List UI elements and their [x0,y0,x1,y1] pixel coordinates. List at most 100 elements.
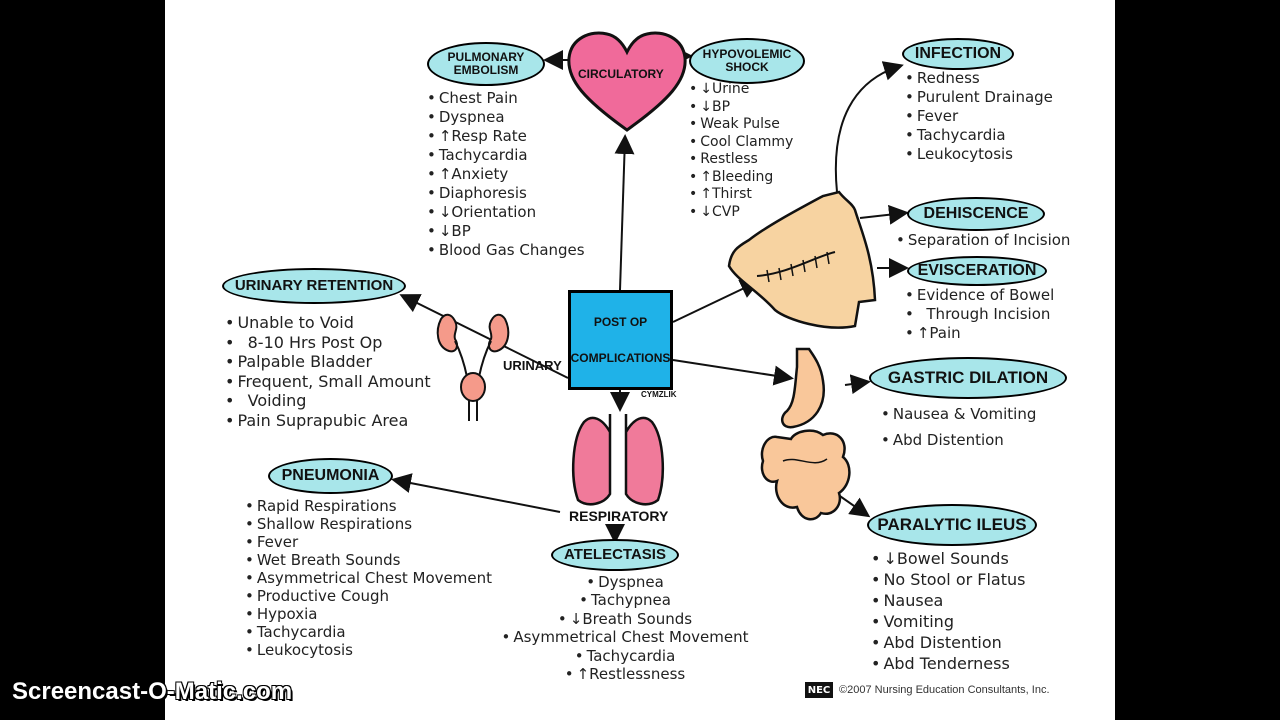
gastrointestinal-icon [760,347,851,521]
list-item: Unable to Void [225,313,431,333]
paralytic-ileus-pill: PARALYTIC ILEUS [867,504,1037,546]
list-item: 8-10 Hrs Post Op [225,333,431,353]
list-item: Fever [245,533,492,551]
screencast-watermark: Screencast-O-Matic.com [12,678,293,705]
lungs-icon [571,414,665,506]
hypovolemic-shock-title-1: HYPOVOLEMIC [702,47,792,62]
dehiscence-title: DEHISCENCE [923,204,1029,222]
list-item: ↑Bleeding [689,169,793,187]
list-item: Tachypnea [495,591,755,609]
list-item: Tachycardia [427,146,585,165]
dehiscence-pill: DEHISCENCE [907,197,1045,231]
list-item: ↓BP [689,99,793,117]
list-item: Purulent Drainage [905,88,1053,107]
list-item: No Stool or Flatus [871,569,1025,590]
list-item: Blood Gas Changes [427,241,585,260]
center-title-2: COMPLICATIONS [570,351,671,365]
list-item: ↓CVP [689,204,793,222]
list-item: Cool Clammy [689,134,793,152]
list-item: Dyspnea [495,573,755,591]
pneumonia-title: PNEUMONIA [281,466,380,484]
list-item: Pain Suprapubic Area [225,411,431,431]
list-item: Separation of Incision [896,231,1071,250]
urinary-retention-title: URINARY RETENTION [234,277,394,295]
paralytic-ileus-list: ↓Bowel Sounds No Stool or Flatus Nausea … [871,548,1025,674]
list-item: ↓BP [427,222,585,241]
atelectasis-title: ATELECTASIS [564,546,666,564]
heart-icon [567,31,687,132]
infection-title: INFECTION [914,44,1002,62]
list-item: ↓Orientation [427,203,585,222]
list-item: Asymmetrical Chest Movement [245,569,492,587]
evisceration-pill: EVISCERATION [907,256,1047,286]
gastric-dilation-list: Nausea & Vomiting Abd Distention [881,401,1037,453]
list-item: Palpable Bladder [225,352,431,372]
list-item: Evidence of Bowel [905,286,1054,305]
pneumonia-list: Rapid Respirations Shallow Respirations … [245,497,492,659]
list-item: Frequent, Small Amount [225,372,430,392]
urinary-retention-list: Unable to Void 8-10 Hrs Post Op Palpable… [225,313,431,431]
list-item: Dyspnea [427,108,585,127]
pneumonia-pill: PNEUMONIA [268,458,393,494]
list-item: Tachycardia [495,647,755,665]
signature: CYMZLIK [641,390,677,399]
nec-logo: NEC [805,682,833,698]
list-item: Rapid Respirations [245,497,492,515]
list-item: Restless [689,151,793,169]
list-item: Nausea [871,590,1025,611]
list-item: Tachycardia [905,126,1053,145]
list-item: Chest Pain [427,89,585,108]
atelectasis-list: Dyspnea Tachypnea ↓Breath Sounds Asymmet… [495,573,755,683]
list-item: Vomiting [871,611,1025,632]
hypovolemic-shock-title-2: SHOCK [725,60,769,74]
abdomen-incision-icon [727,190,877,329]
hypovolemic-shock-list: ↓Urine ↓BP Weak Pulse Cool Clammy Restle… [689,81,793,221]
pulmonary-embolism-title-1: PULMONARY [447,50,525,65]
kidney-icon [436,313,510,421]
urinary-label: URINARY [503,358,562,373]
list-item: Nausea & Vomiting [881,401,1037,427]
list-item: Weak Pulse [689,116,793,134]
dehiscence-list: Separation of Incision [896,231,1071,250]
list-item: Through Incision [905,305,1054,324]
list-item: Abd Distention [871,632,1025,653]
urinary-retention-pill: URINARY RETENTION [222,268,406,304]
list-item: Productive Cough [245,587,492,605]
list-item: Leukocytosis [245,641,492,659]
list-item: ↑Thirst [689,186,793,204]
post-op-complications-box: POST OP COMPLICATIONS [568,290,673,390]
list-item: Tachycardia [245,623,492,641]
copyright-text: ©2007 Nursing Education Consultants, Inc… [839,684,1050,696]
list-item: ↓Urine [689,81,793,99]
infection-list: Redness Purulent Drainage Fever Tachycar… [905,69,1053,164]
list-item: Leukocytosis [905,145,1053,164]
list-item: Hypoxia [245,605,492,623]
list-item: ↑Anxiety [427,165,585,184]
respiratory-label: RESPIRATORY [569,508,669,524]
pulmonary-embolism-title-2: EMBOLISM [453,63,519,77]
evisceration-title: EVISCERATION [917,261,1037,279]
infection-pill: INFECTION [902,38,1014,70]
list-item: Abd Tenderness [871,653,1025,674]
list-item: ↑Resp Rate [427,127,585,146]
list-item: ↓Bowel Sounds [871,548,1025,569]
list-item: Diaphoresis [427,184,585,203]
list-item: ↑Restlessness [495,665,755,683]
paralytic-ileus-title: PARALYTIC ILEUS [877,515,1027,535]
list-item: Fever [905,107,1053,126]
list-item: Voiding [225,391,431,411]
list-item: Redness [905,69,1053,88]
gastric-dilation-pill: GASTRIC DILATION [869,357,1067,399]
atelectasis-pill: ATELECTASIS [551,539,679,571]
list-item: ↓Breath Sounds [495,610,755,628]
evisceration-list: Evidence of Bowel Through Incision ↑Pain [905,286,1054,343]
list-item: Abd Distention [881,427,1036,453]
list-item: Wet Breath Sounds [245,551,492,569]
circulatory-label: CIRCULATORY [578,67,664,81]
gastric-dilation-title: GASTRIC DILATION [887,368,1049,388]
pulmonary-embolism-list: Chest Pain Dyspnea ↑Resp Rate Tachycardi… [427,89,585,260]
list-item: ↑Pain [905,324,1054,343]
